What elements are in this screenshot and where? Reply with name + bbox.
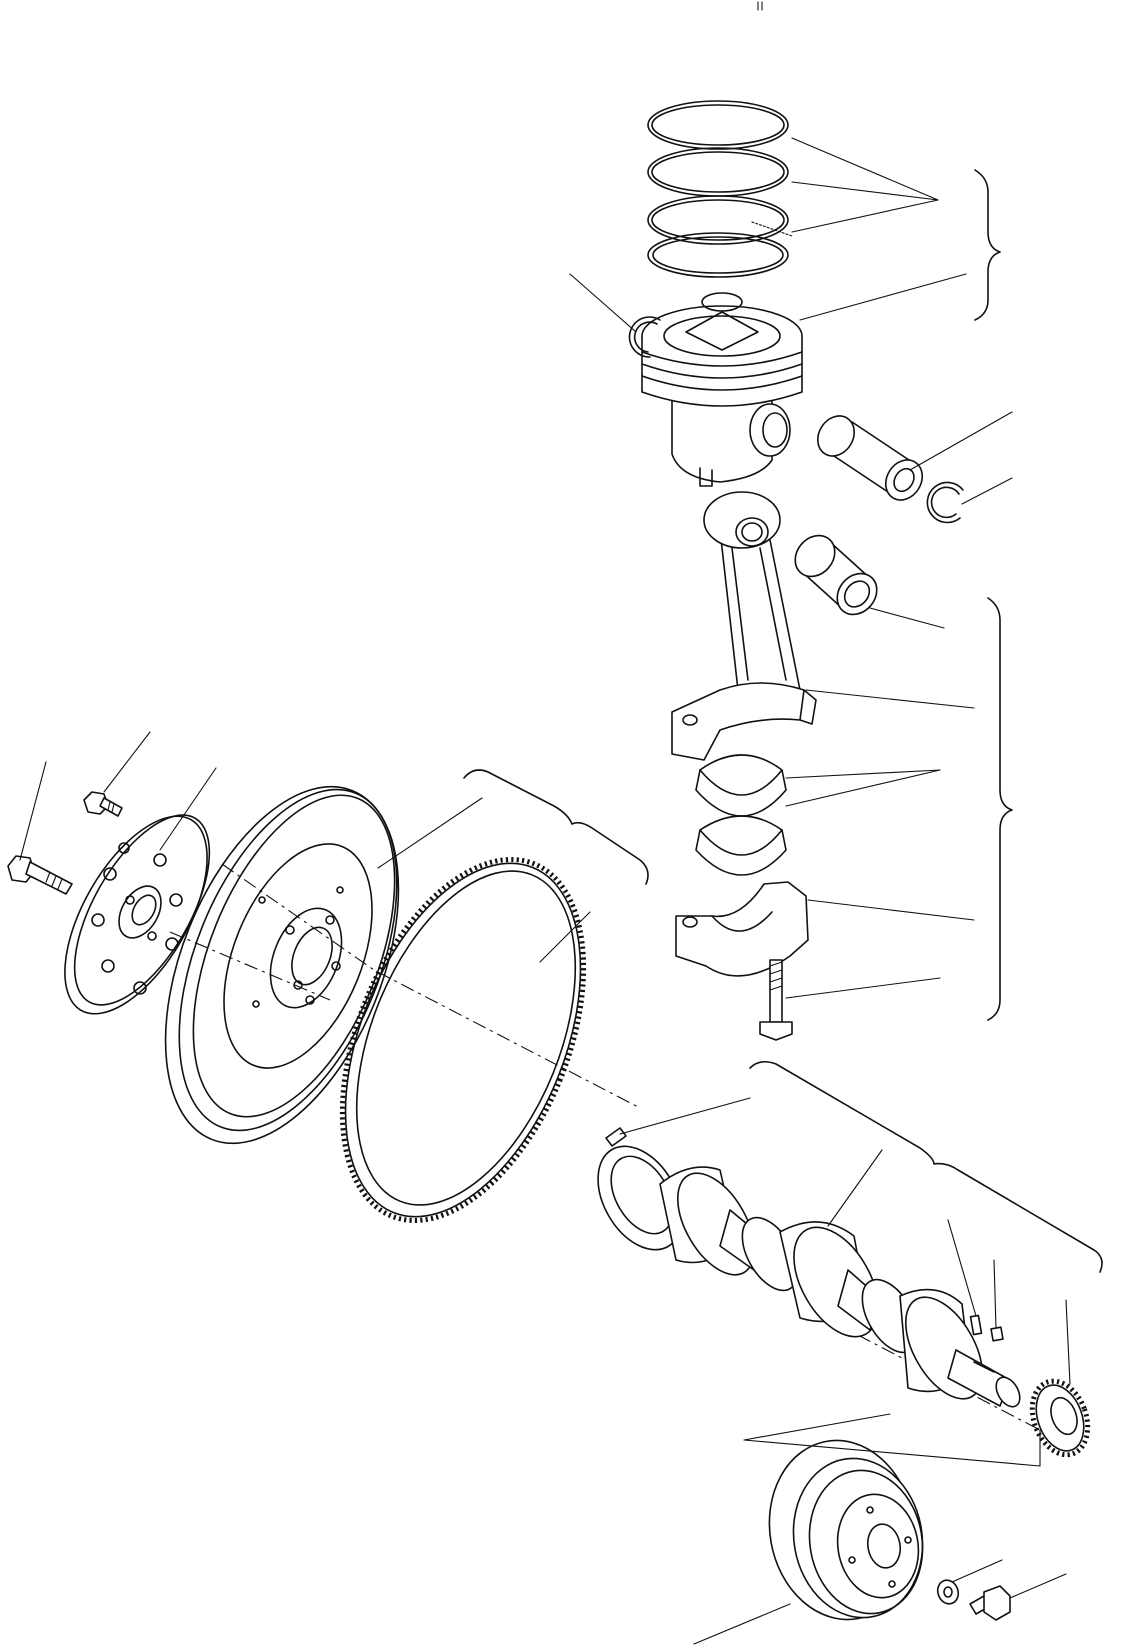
- top-mark: [758, 2, 762, 10]
- crankshaft-gear: [1023, 1373, 1098, 1462]
- snap-ring-right: [927, 482, 963, 522]
- connecting-rod: [672, 492, 816, 760]
- connecting-rod-cap: [676, 882, 808, 976]
- piston-group-brace: [975, 170, 1000, 320]
- leader-lines: [20, 138, 1070, 1644]
- key-left: [970, 1315, 981, 1334]
- pulley-bolt: [970, 1586, 1010, 1620]
- dowel-pin: [606, 1128, 626, 1146]
- flywheel-bolt-long: [8, 856, 72, 894]
- flywheel-bolt-short: [84, 792, 122, 816]
- ring-gear: [294, 825, 631, 1256]
- crankshaft-group-brace: [750, 1062, 1102, 1272]
- snap-ring-left: [629, 317, 660, 357]
- piston: [642, 293, 802, 486]
- connecting-rod-bushing: [787, 528, 885, 623]
- crankshaft: [581, 1132, 1025, 1412]
- flywheel-group-brace: [464, 770, 648, 884]
- connecting-rod-group-brace: [988, 598, 1012, 1020]
- crankshaft-pulley: [755, 1429, 934, 1631]
- key-right: [991, 1327, 1003, 1341]
- connecting-rod-bearing: [696, 755, 786, 875]
- connecting-rod-bolt: [760, 960, 792, 1040]
- piston-pin: [810, 409, 929, 507]
- piston-rings: [648, 101, 792, 277]
- flywheel-plate: [36, 794, 237, 1037]
- washer: [934, 1577, 961, 1606]
